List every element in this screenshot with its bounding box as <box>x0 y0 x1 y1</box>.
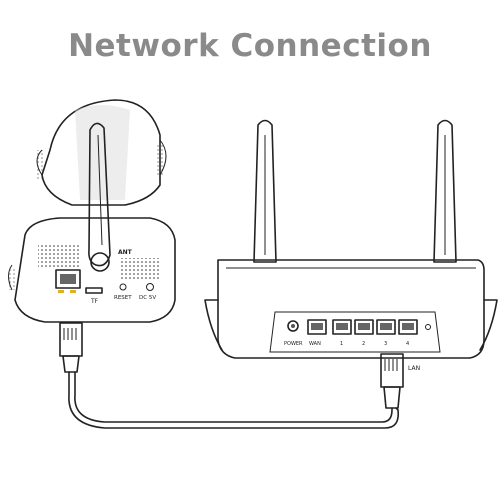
router-antenna-right <box>433 119 457 263</box>
lan-port-label: 2 <box>362 341 365 347</box>
ant-label: ANT <box>118 249 133 256</box>
router-reset-pinhole <box>425 324 431 330</box>
reset-label: RESET <box>114 295 132 301</box>
router-antenna-left <box>253 119 277 263</box>
router-lan-port-3: 3 <box>376 319 396 347</box>
lan-port-label: 3 <box>384 341 387 347</box>
camera-ethernet-port <box>55 269 81 289</box>
router-body <box>217 259 485 359</box>
router-wan-label: WAN <box>309 341 321 347</box>
camera-head <box>41 99 161 206</box>
router-power-label: POWER <box>284 341 303 347</box>
lan-label: LAN <box>408 365 420 372</box>
speaker-grill-right <box>120 258 160 280</box>
router-power-jack <box>287 320 299 332</box>
camera-antenna <box>88 122 111 267</box>
dc-power-jack <box>146 283 154 291</box>
antenna-knob <box>90 252 110 272</box>
speaker-grill-left <box>38 245 80 267</box>
ip-camera: TF RESET DC 5V ANT <box>8 99 176 323</box>
ethernet-plug-left <box>59 322 83 373</box>
router-lan-port-2: 2 <box>354 319 374 347</box>
lan-port-label: 1 <box>340 341 343 347</box>
wifi-router: POWER WAN 1 2 3 4 <box>204 119 498 359</box>
ethernet-cable: LAN <box>59 322 420 429</box>
router-lan-port-1: 1 <box>332 319 352 347</box>
tf-slot <box>85 287 103 294</box>
router-lan-port-4: 4 <box>398 319 418 347</box>
dc-label: DC 5V <box>139 295 156 301</box>
router-wan-port <box>307 319 327 335</box>
camera-base <box>14 217 176 323</box>
lan-port-label: 4 <box>406 341 409 347</box>
reset-button <box>119 283 127 291</box>
ethernet-plug-right: LAN <box>380 353 420 409</box>
tf-label: TF <box>90 298 99 305</box>
page-title: Network Connection <box>68 28 432 64</box>
